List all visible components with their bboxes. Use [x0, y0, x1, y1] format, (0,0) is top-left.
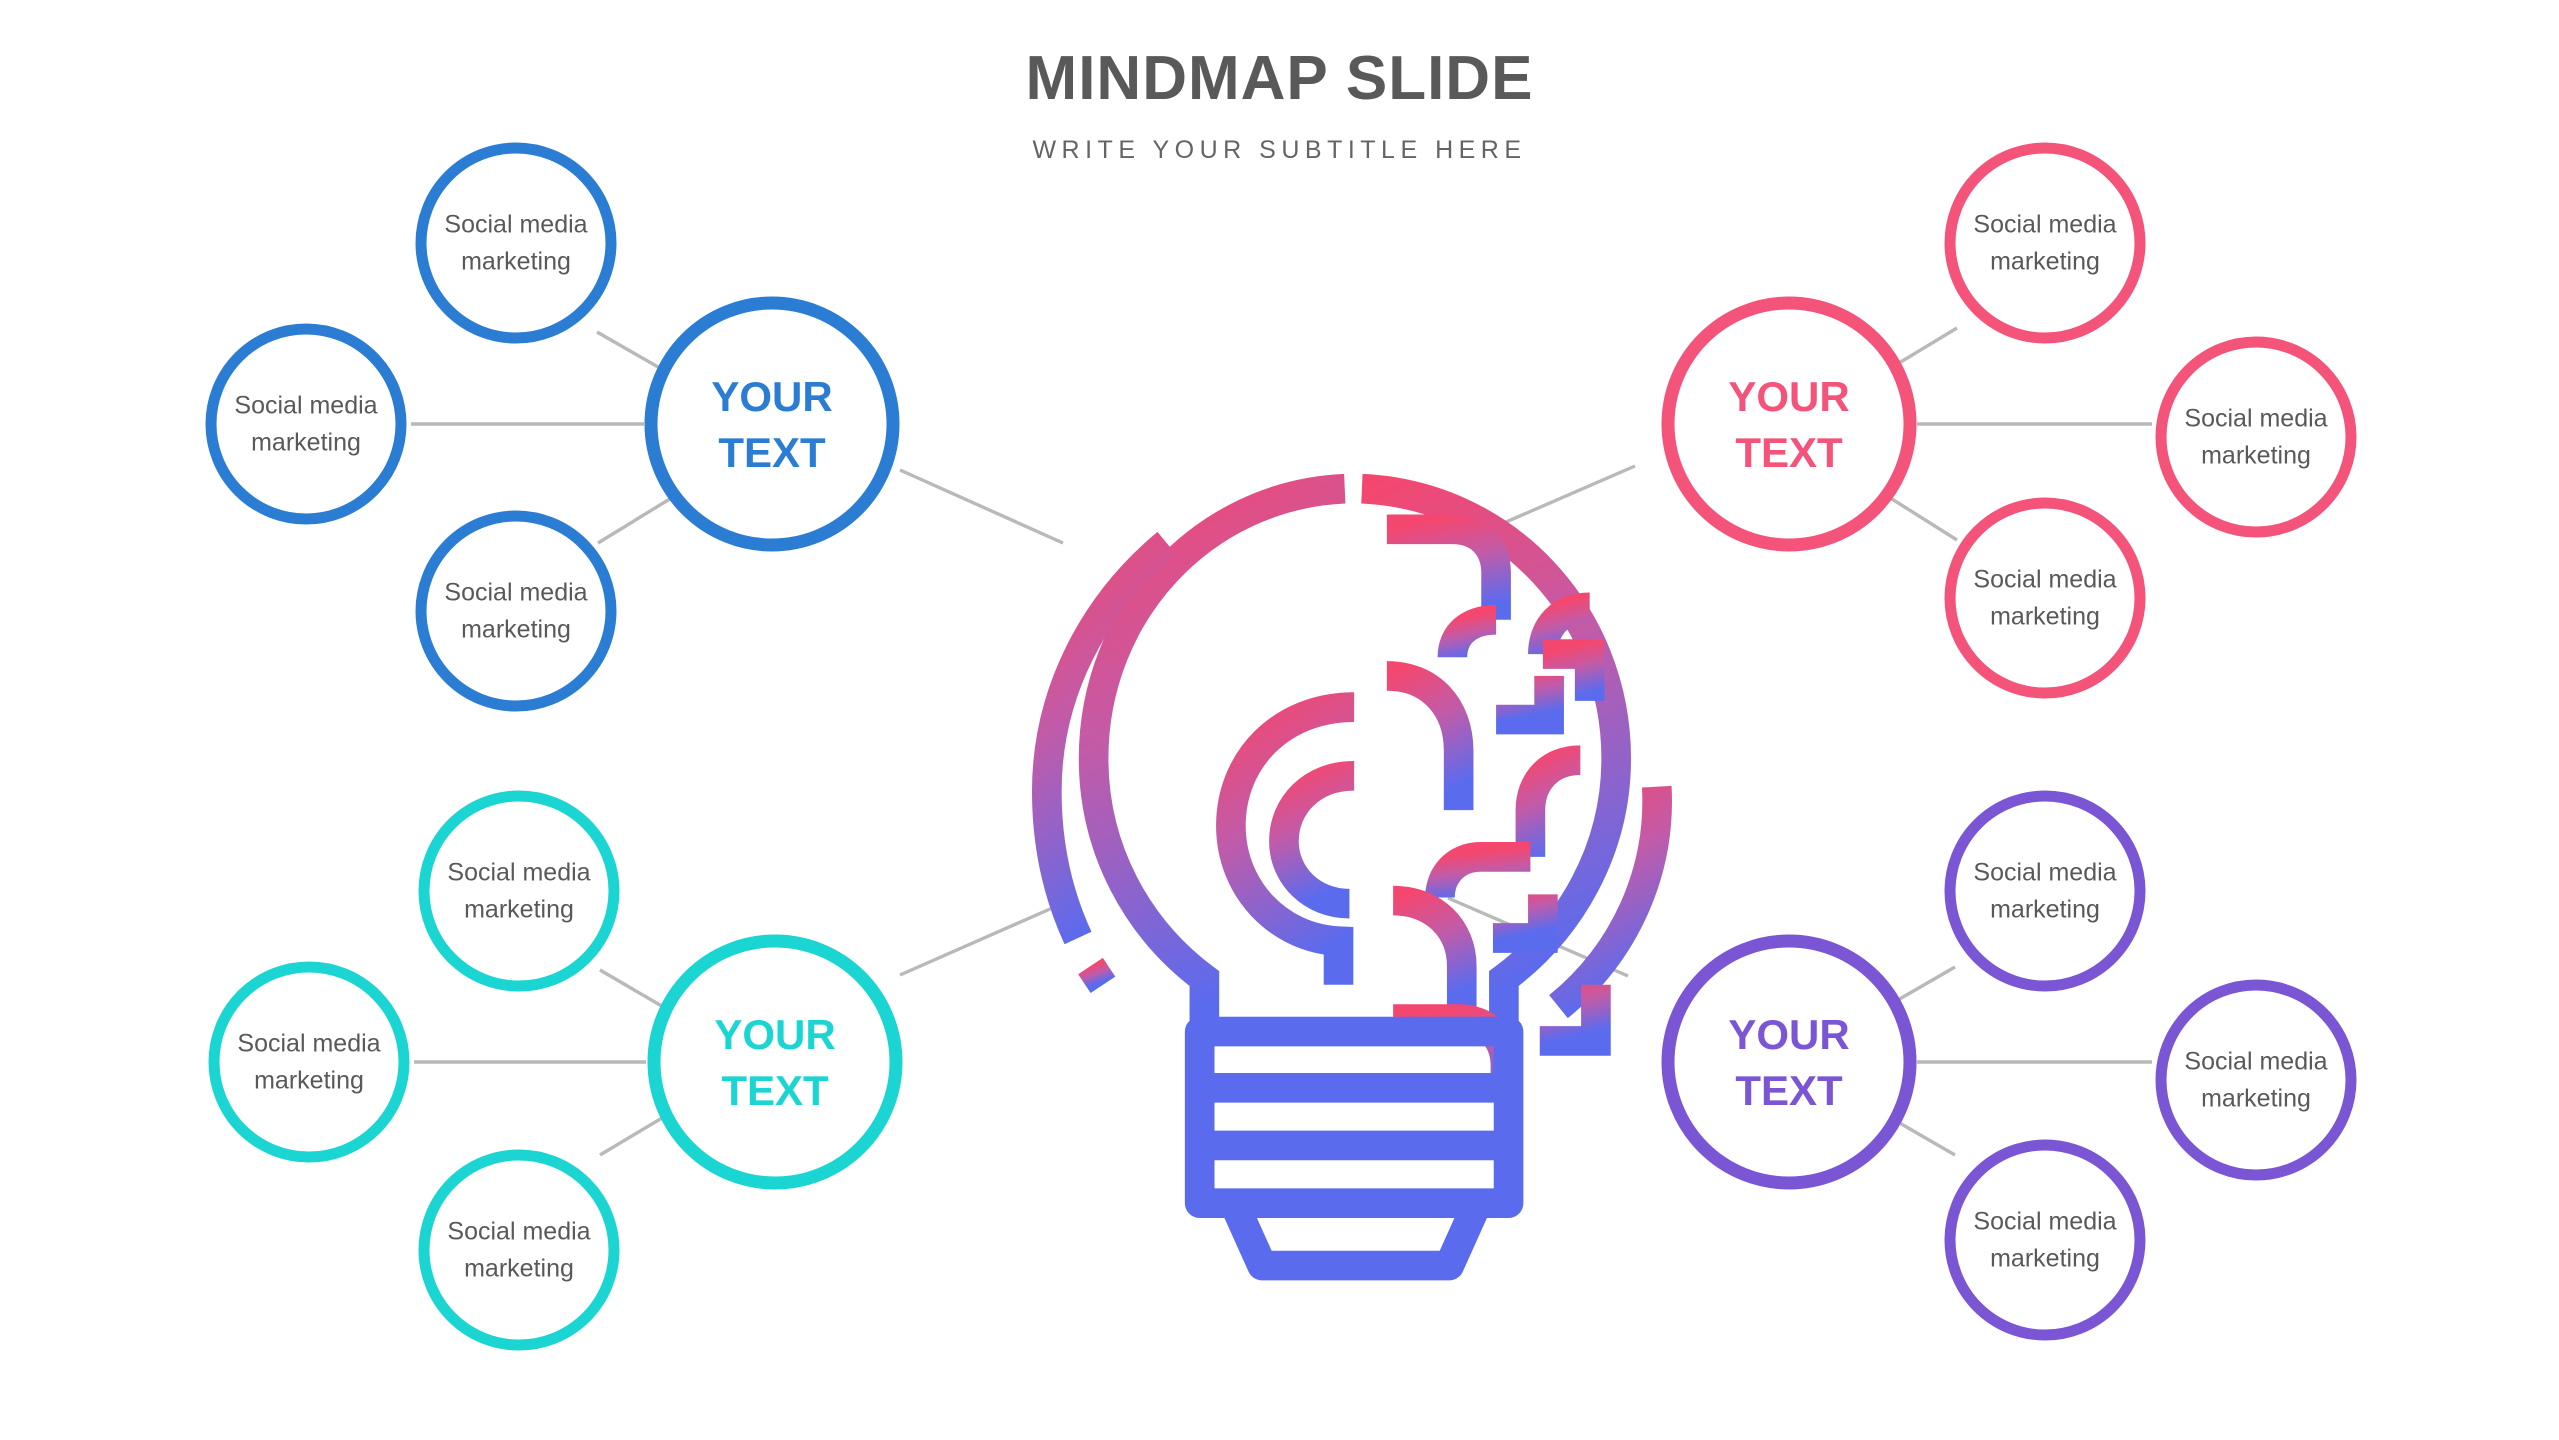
satellite-ring-purple-bottom[interactable] [1944, 1139, 2146, 1341]
hub-label-cyan-line1: YOUR [714, 1011, 835, 1058]
hub-ring-blue[interactable] [644, 296, 900, 552]
satellite-ring-cyan-top[interactable] [418, 790, 620, 992]
satellite-label-pink-bottom-line2: marketing [1990, 603, 2100, 631]
hub-ring-purple[interactable] [1661, 934, 1917, 1190]
satellite-label-cyan-bottom-line1: Social media [447, 1218, 590, 1246]
hub-label-purple-line1: YOUR [1728, 1011, 1849, 1058]
satellite-node-purple-right[interactable]: Social media marketing [2155, 979, 2357, 1181]
satellite-ring-purple-top[interactable] [1944, 790, 2146, 992]
hub-label-cyan-line2: TEXT [721, 1067, 829, 1114]
hub-label-blue-line1: YOUR [711, 373, 832, 420]
satellite-label-blue-bottom-line1: Social media [444, 579, 587, 607]
page-subtitle: WRITE YOUR SUBTITLE HERE [1032, 136, 1527, 164]
branch-cyan: YOUR TEXT Social media marketing Social … [208, 790, 903, 1351]
branch-purple: YOUR TEXT Social media marketing Social … [1661, 790, 2357, 1341]
satellite-ring-cyan-bottom[interactable] [418, 1149, 620, 1351]
hub-label-purple-line2: TEXT [1735, 1067, 1843, 1114]
satellite-ring-purple-right[interactable] [2155, 979, 2357, 1181]
satellite-node-pink-top[interactable]: Social media marketing [1944, 142, 2146, 344]
connector-cyan-top-satellite [599, 968, 673, 1014]
satellite-label-blue-top-line2: marketing [461, 248, 571, 276]
satellite-label-purple-right-line2: marketing [2201, 1085, 2311, 1113]
lightbulb-brain-icon [1031, 473, 1672, 1281]
satellite-label-blue-top-line1: Social media [444, 211, 587, 239]
satellite-node-purple-top[interactable]: Social media marketing [1944, 790, 2146, 992]
hub-node-cyan[interactable]: YOUR TEXT [647, 934, 903, 1190]
satellite-ring-pink-right[interactable] [2155, 336, 2357, 538]
satellite-node-blue-left[interactable]: Social media marketing [205, 323, 407, 525]
hub-node-purple[interactable]: YOUR TEXT [1661, 934, 1917, 1190]
connector-pink-bottom-satellite [1883, 492, 1958, 542]
hub-label-blue-line2: TEXT [718, 429, 826, 476]
satellite-label-pink-right-line1: Social media [2184, 405, 2327, 433]
connector-cyan-hub-to-center [899, 896, 1076, 977]
satellite-node-cyan-left[interactable]: Social media marketing [208, 961, 410, 1163]
hub-label-pink-line2: TEXT [1735, 429, 1843, 476]
branch-pink: YOUR TEXT Social media marketing Social … [1661, 142, 2357, 699]
satellite-label-purple-right-line1: Social media [2184, 1048, 2327, 1076]
satellite-ring-pink-bottom[interactable] [1944, 497, 2146, 699]
satellite-node-cyan-top[interactable]: Social media marketing [418, 790, 620, 992]
slide-header: MINDMAP SLIDE WRITE YOUR SUBTITLE HERE [0, 48, 2559, 165]
branch-blue: YOUR TEXT Social media marketing Social … [205, 142, 900, 712]
hub-node-pink[interactable]: YOUR TEXT [1661, 296, 1917, 552]
satellite-label-blue-left-line1: Social media [234, 392, 377, 420]
satellite-label-pink-bottom-line1: Social media [1973, 566, 2116, 594]
satellite-node-cyan-bottom[interactable]: Social media marketing [418, 1149, 620, 1351]
satellite-label-cyan-bottom-line2: marketing [464, 1255, 574, 1283]
satellite-label-purple-top-line1: Social media [1973, 859, 2116, 887]
satellite-node-pink-bottom[interactable]: Social media marketing [1944, 497, 2146, 699]
satellite-label-cyan-top-line2: marketing [464, 896, 574, 924]
satellite-label-purple-bottom-line1: Social media [1973, 1208, 2116, 1236]
satellite-label-cyan-left-line1: Social media [237, 1030, 380, 1058]
satellite-label-cyan-left-line2: marketing [254, 1067, 364, 1095]
satellite-label-pink-right-line2: marketing [2201, 442, 2311, 470]
satellite-node-purple-bottom[interactable]: Social media marketing [1944, 1139, 2146, 1341]
hub-ring-pink[interactable] [1661, 296, 1917, 552]
hub-node-blue[interactable]: YOUR TEXT [644, 296, 900, 552]
connector-cyan-bottom-satellite [599, 1110, 673, 1157]
page-title: MINDMAP SLIDE [1025, 44, 1534, 113]
satellite-label-purple-top-line2: marketing [1990, 896, 2100, 924]
satellite-node-blue-bottom[interactable]: Social media marketing [415, 510, 617, 712]
hub-label-pink-line1: YOUR [1728, 373, 1849, 420]
satellite-ring-blue-bottom[interactable] [415, 510, 617, 712]
satellite-node-pink-right[interactable]: Social media marketing [2155, 336, 2357, 538]
satellite-ring-blue-left[interactable] [205, 323, 407, 525]
satellite-ring-blue-top[interactable] [415, 142, 617, 344]
satellite-label-blue-bottom-line2: marketing [461, 616, 571, 644]
satellite-label-cyan-top-line1: Social media [447, 859, 590, 887]
hub-ring-cyan[interactable] [647, 934, 903, 1190]
satellite-label-purple-bottom-line2: marketing [1990, 1245, 2100, 1273]
satellite-node-blue-top[interactable]: Social media marketing [415, 142, 617, 344]
satellite-label-pink-top-line2: marketing [1990, 248, 2100, 276]
satellite-ring-pink-top[interactable] [1944, 142, 2146, 344]
satellite-label-pink-top-line1: Social media [1973, 211, 2116, 239]
connector-blue-hub-to-center [899, 468, 1064, 545]
satellite-label-blue-left-line2: marketing [251, 429, 361, 457]
connector-blue-bottom-satellite [597, 495, 674, 545]
satellite-ring-cyan-left[interactable] [208, 961, 410, 1163]
